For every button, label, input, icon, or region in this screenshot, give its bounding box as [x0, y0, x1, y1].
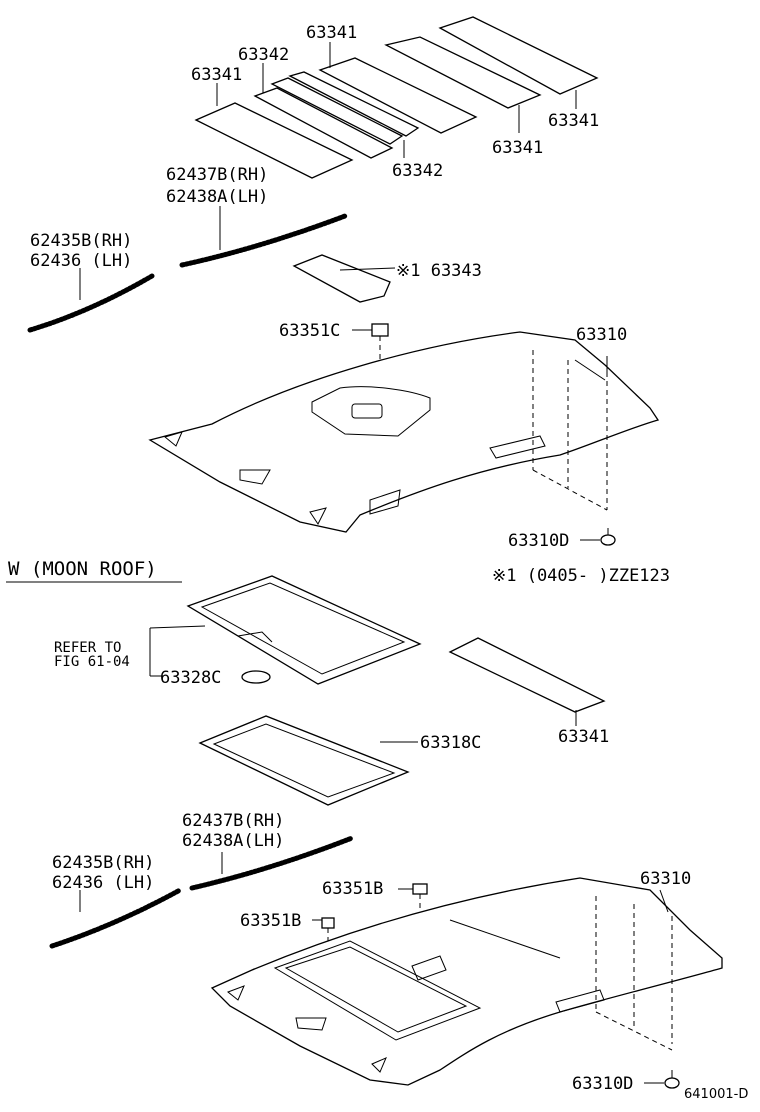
- label-note: ※1 (0405- )ZZE123: [492, 566, 670, 586]
- label-63341-b: 63341: [306, 23, 357, 43]
- label-63342-b: 63342: [392, 161, 443, 181]
- pad-63341-right-2: [438, 16, 599, 95]
- clip-63310d-bottom: [644, 1070, 680, 1089]
- label-63341-c: 63341: [492, 138, 543, 158]
- assist-grip-parts-top: [27, 206, 348, 333]
- headlining-top: [148, 331, 660, 533]
- label-refer-fig: FIG 61-04: [54, 654, 130, 670]
- label-assist-rh-2: 62437B(RH): [182, 811, 284, 831]
- label-assist-lh-1: 62438A(LH): [166, 187, 268, 207]
- label-63310d-a: 63310D: [508, 531, 569, 551]
- pad-63342-inner-2: [288, 71, 420, 137]
- label-63328c: 63328C: [160, 668, 221, 688]
- label-visor-lh-1: 62436 (LH): [30, 251, 132, 271]
- diagram-code: 641001-D: [684, 1087, 748, 1102]
- label-visor-lh-2: 62436 (LH): [52, 873, 154, 893]
- assist-grip-coil-top: [179, 213, 348, 268]
- label-visor-rh-1: 62435B(RH): [30, 231, 132, 251]
- label-63341-e: 63341: [558, 727, 609, 747]
- pad-63342-left: [253, 87, 394, 159]
- label-63341-a: 63341: [191, 65, 242, 85]
- label-63318c: 63318C: [420, 733, 481, 753]
- pad-63341-center: [318, 57, 478, 134]
- label-visor-rh-2: 62435B(RH): [52, 853, 154, 873]
- headlining-bottom: [210, 877, 723, 1086]
- pad-63341-right-1: [384, 36, 542, 109]
- label-63310-b: 63310: [640, 869, 691, 889]
- insulation-pads: [194, 16, 599, 179]
- label-63310-a: 63310: [576, 325, 627, 345]
- label-63351c: 63351C: [279, 321, 340, 341]
- part-63328c: [241, 670, 271, 684]
- sun-visor-coil-bottom: [49, 887, 183, 949]
- pad-63341-moonroof: [448, 637, 606, 713]
- label-assist-lh-2: 62438A(LH): [182, 831, 284, 851]
- sun-visor-coil-top: [27, 273, 155, 333]
- pad-63342-inner-1: [270, 77, 404, 145]
- label-63342-a: 63342: [238, 45, 289, 65]
- label-assist-rh-1: 62437B(RH): [166, 165, 268, 185]
- pad-63341-left: [194, 102, 354, 179]
- assist-grip-coil-bottom: [189, 835, 355, 891]
- moon-roof-housing: [149, 575, 422, 685]
- label-63351b-a: 63351B: [322, 879, 383, 899]
- label-63343: ※1 63343: [396, 261, 482, 281]
- seal-63318c: [198, 715, 418, 806]
- leader-lines-top: [216, 42, 577, 158]
- label-refer-to: REFER TO: [54, 640, 121, 656]
- label-63341-d: 63341: [548, 111, 599, 131]
- section-title: W (MOON ROOF): [8, 558, 157, 580]
- labels: 63341 63342 63341 63342 63341 63341 6243…: [8, 23, 748, 1102]
- clip-63310d-top: [580, 528, 616, 546]
- assist-grip-parts-bottom: [49, 835, 355, 949]
- label-63351b-b: 63351B: [240, 911, 301, 931]
- part-63343: [292, 254, 396, 303]
- label-63310d-b: 63310D: [572, 1074, 633, 1094]
